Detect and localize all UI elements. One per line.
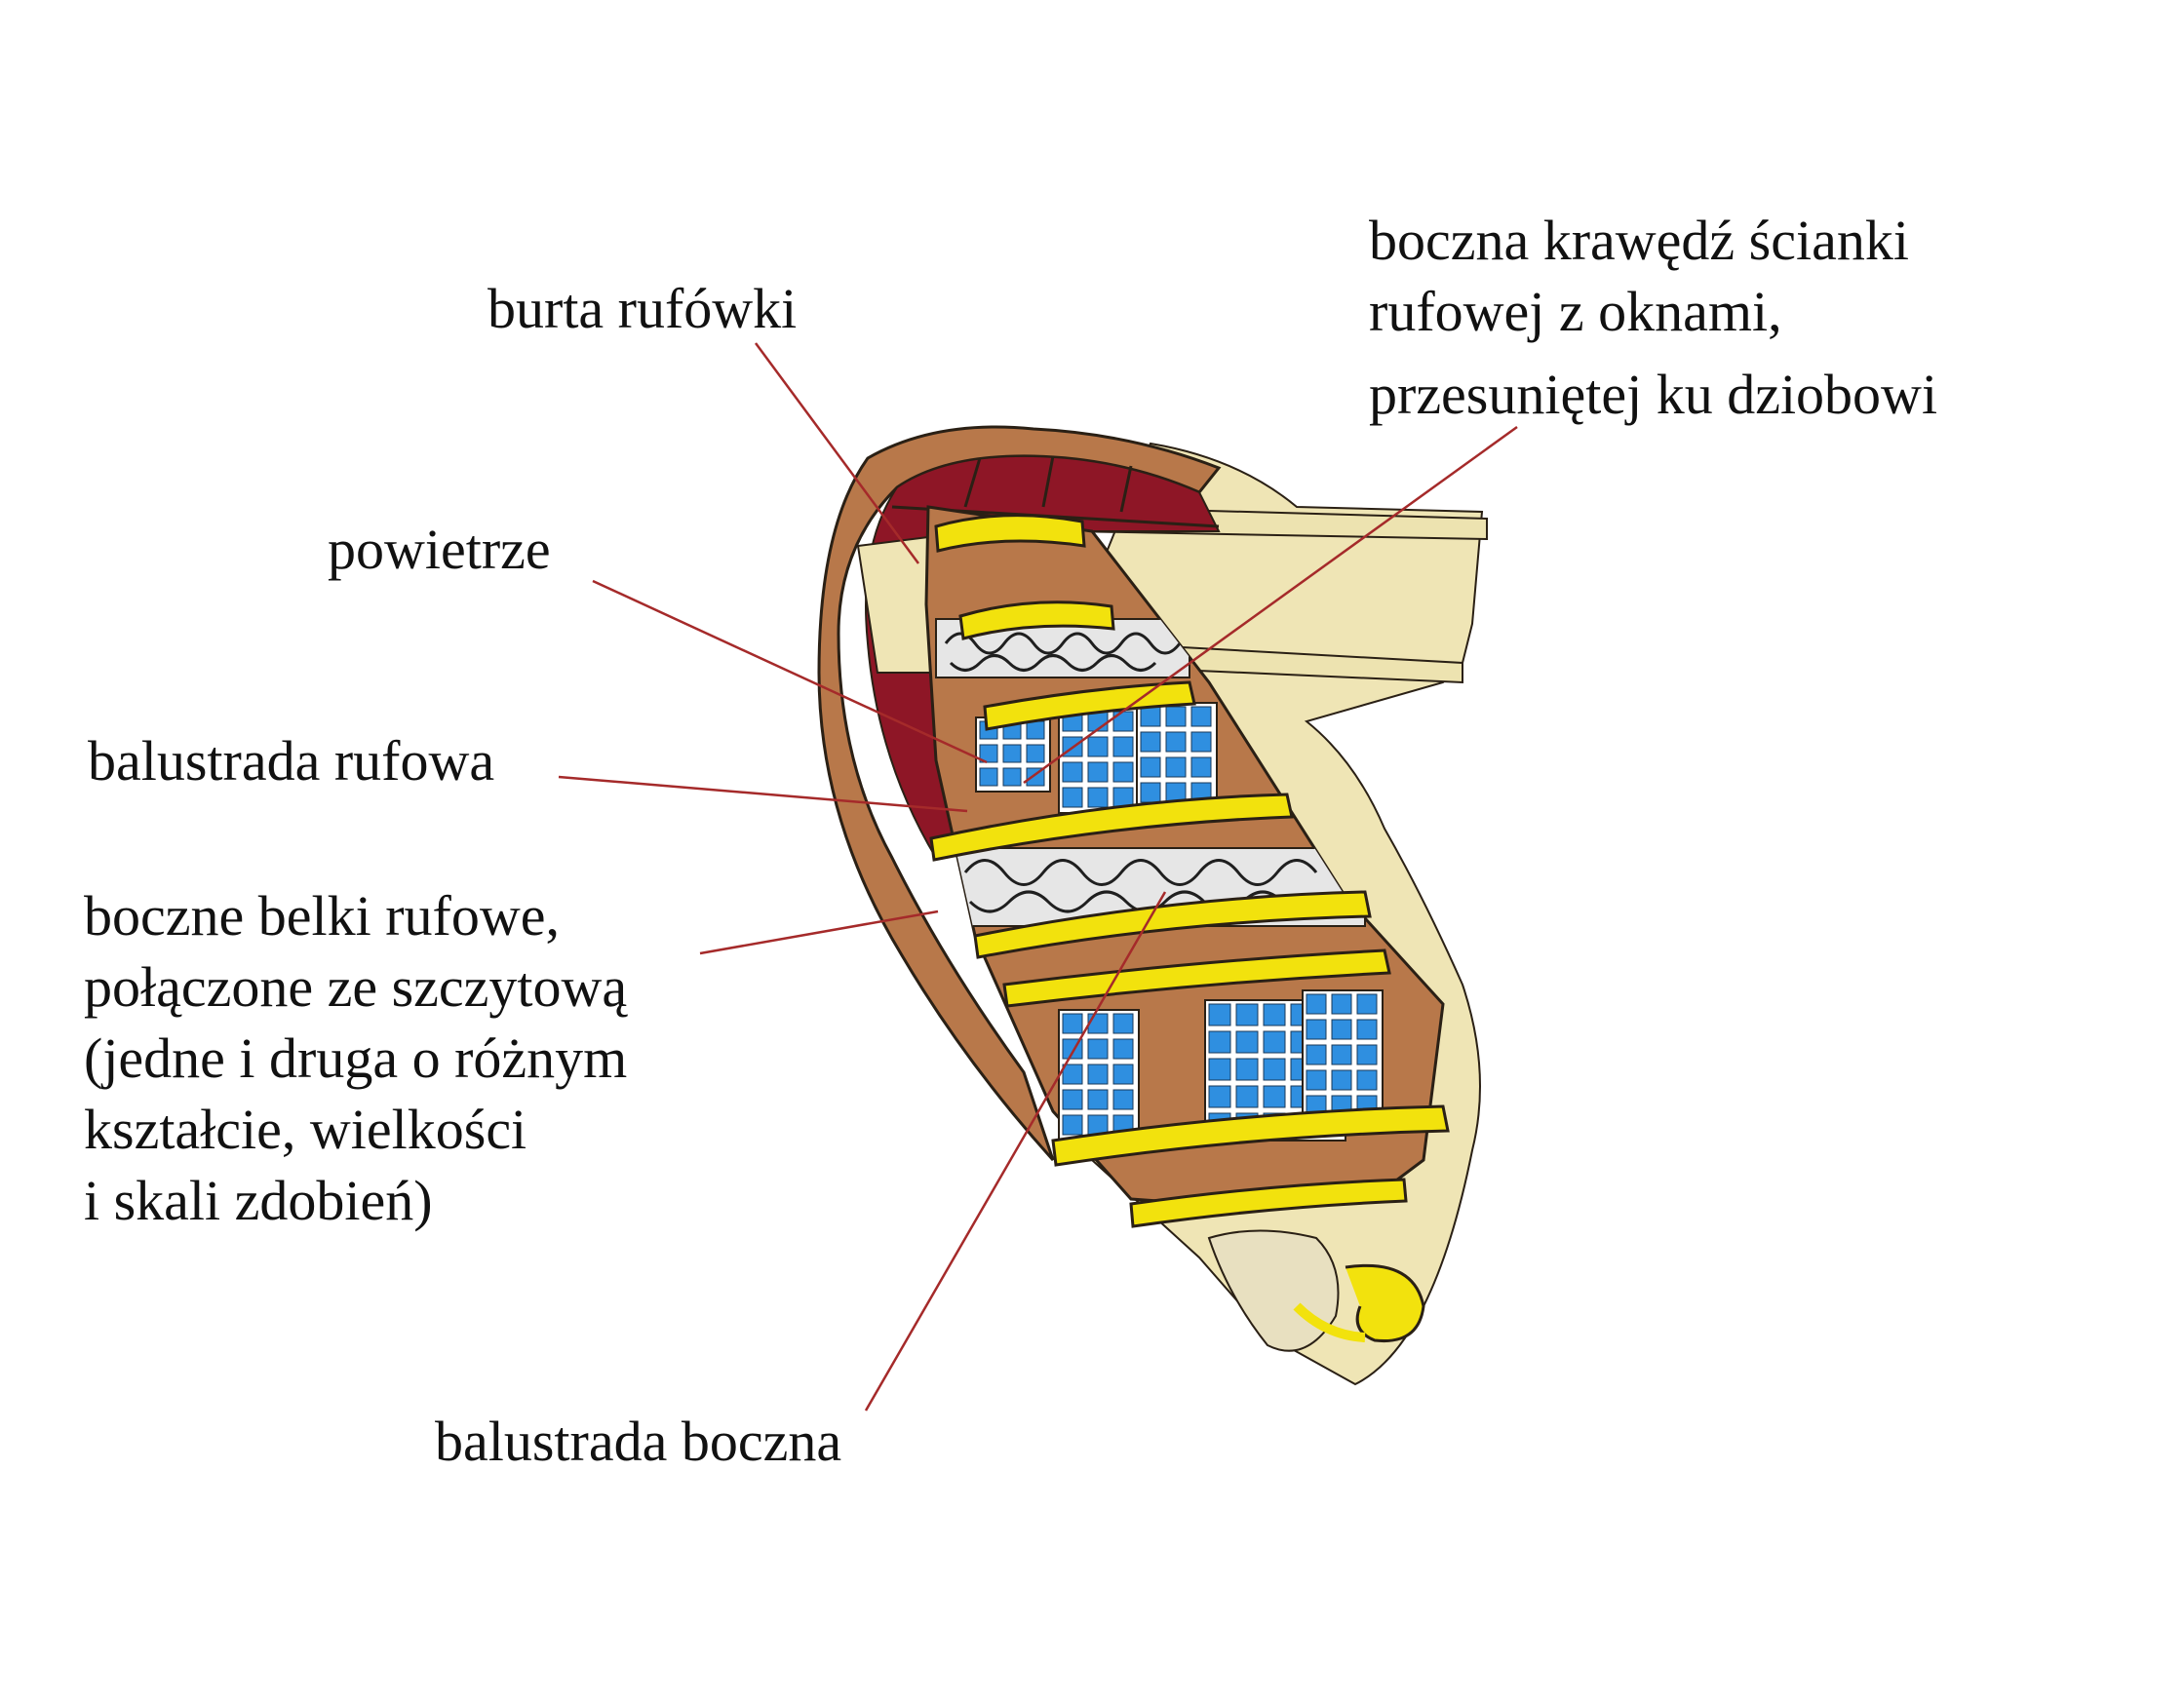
window-pane <box>1235 1085 1259 1108</box>
window-pane <box>1112 736 1134 757</box>
window-pane <box>1331 1069 1352 1091</box>
window-pane <box>1026 720 1045 740</box>
window-pane <box>1062 1064 1083 1085</box>
leader-boczna-krawedz <box>1023 425 1518 785</box>
window-pane <box>1165 731 1187 753</box>
label-boczna-krawedz-line-2: rufowej z oknami, <box>1369 280 1782 343</box>
label-boczna-krawedz: boczna krawędź ścianki rufowej z oknami,… <box>1369 205 1937 430</box>
label-boczne-belki-line-3: (jedne i druga o różnym <box>84 1026 628 1090</box>
window-pane <box>1002 744 1022 763</box>
window-pane <box>1263 1003 1286 1026</box>
window-pane <box>1062 1013 1083 1034</box>
window-pane <box>1112 761 1134 783</box>
window-pane <box>1263 1085 1286 1108</box>
leader-lines <box>558 342 1518 1412</box>
window-pane <box>1208 1058 1231 1081</box>
window-pane <box>1026 744 1045 763</box>
window-pane <box>1235 1030 1259 1054</box>
window-pane <box>1062 1114 1083 1136</box>
window-pane <box>1263 1058 1286 1081</box>
label-burta-rufowki: burta rufówki <box>488 277 798 340</box>
window-pane <box>1112 1089 1134 1110</box>
window-pane <box>1235 1058 1259 1081</box>
window-pane <box>1087 761 1109 783</box>
window-pane <box>1331 1019 1352 1040</box>
window-pane <box>1356 993 1378 1015</box>
window-pane <box>1002 767 1022 787</box>
window-pane <box>1190 731 1212 753</box>
window-pane <box>1356 1044 1378 1065</box>
window-pane <box>1087 1013 1109 1034</box>
window-pane <box>1306 1069 1327 1091</box>
leader-boczne-belki <box>699 910 939 955</box>
stern-rails <box>929 514 1450 1228</box>
window-pane <box>1112 1013 1134 1034</box>
stern-ornament <box>1207 1229 1425 1352</box>
window-pane <box>1208 1030 1231 1054</box>
window-pane <box>979 744 998 763</box>
stern-frame-outer <box>817 425 1222 1162</box>
window-pane <box>1331 993 1352 1015</box>
window-pane <box>1235 1003 1259 1026</box>
window-pane <box>1356 1019 1378 1040</box>
window-pane <box>1062 787 1083 808</box>
window-pane <box>1087 787 1109 808</box>
window-pane <box>1087 736 1109 757</box>
window-pane <box>1140 756 1161 778</box>
label-boczna-krawedz-line-3: przesuniętej ku dziobowi <box>1369 363 1938 426</box>
label-boczne-belki-line-1: boczne belki rufowe, <box>84 884 560 948</box>
window-pane <box>1356 1069 1378 1091</box>
label-boczne-belki-line-5: i skali zdobień) <box>84 1169 433 1232</box>
window-pane <box>1140 782 1161 803</box>
label-boczne-belki: boczne belki rufowe, połączone ze szczyt… <box>84 880 627 1236</box>
window-pane <box>1208 1085 1231 1108</box>
leader-balustrada-boczna <box>864 891 1167 1412</box>
leader-powietrze <box>592 579 988 764</box>
window-pane <box>1331 1044 1352 1065</box>
window-pane <box>1140 706 1161 727</box>
window-pane <box>1190 706 1212 727</box>
window-pane <box>1208 1003 1231 1026</box>
window-pane <box>1263 1030 1286 1054</box>
window-pane <box>1087 1038 1109 1060</box>
leader-burta <box>754 342 920 564</box>
window-pane <box>1140 731 1161 753</box>
window-pane <box>1087 1089 1109 1110</box>
window-pane <box>1112 1038 1134 1060</box>
label-boczne-belki-line-4: kształcie, wielkości <box>84 1098 527 1161</box>
label-balustrada-rufowa: balustrada rufowa <box>88 729 495 793</box>
window-pane <box>1112 1064 1134 1085</box>
label-balustrada-boczna: balustrada boczna <box>435 1410 842 1473</box>
window-pane <box>1087 1064 1109 1085</box>
window-pane <box>1165 706 1187 727</box>
label-boczne-belki-line-2: połączone ze szczytową <box>84 955 628 1019</box>
label-powietrze: powietrze <box>328 518 551 581</box>
window-pane <box>979 767 998 787</box>
window-pane <box>1062 1089 1083 1110</box>
window-pane <box>1165 756 1187 778</box>
leader-balustrada-rufowa <box>558 775 968 813</box>
label-boczna-krawedz-line-1: boczna krawędź ścianki <box>1369 209 1909 272</box>
window-pane <box>1190 756 1212 778</box>
window-pane <box>1062 761 1083 783</box>
window-pane <box>1306 1044 1327 1065</box>
window-pane <box>1306 993 1327 1015</box>
window-pane <box>1306 1019 1327 1040</box>
